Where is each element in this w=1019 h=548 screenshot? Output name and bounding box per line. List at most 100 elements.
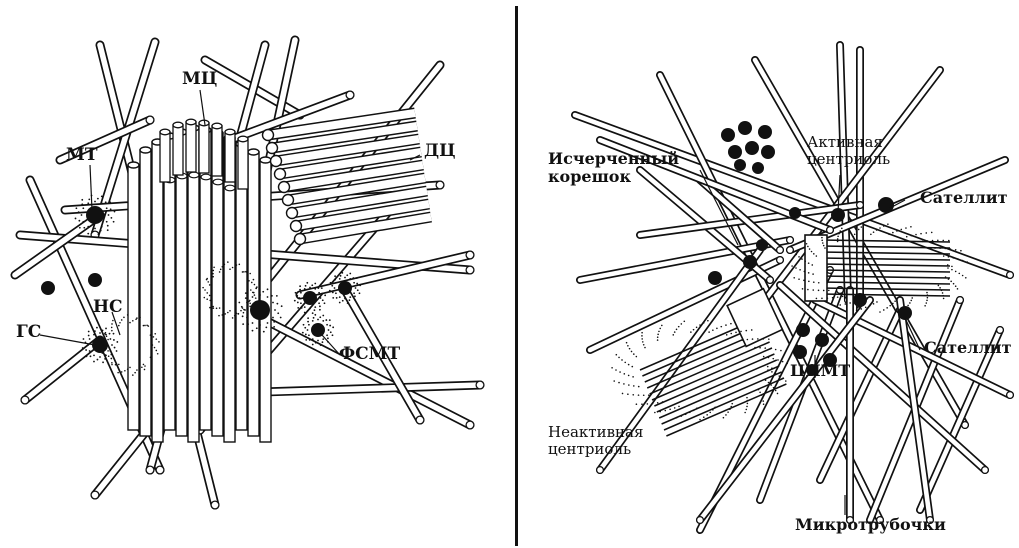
halo-dot	[754, 347, 756, 349]
halo-dot	[254, 284, 256, 286]
satellite-blob	[41, 281, 55, 295]
halo-dot	[221, 266, 223, 268]
halo-dot	[154, 347, 156, 349]
halo-dot	[950, 281, 952, 283]
halo-dot	[906, 236, 908, 238]
microtubule	[21, 340, 100, 404]
halo-dot	[213, 266, 215, 268]
halo-dot	[834, 305, 836, 307]
halo-dot	[250, 289, 252, 291]
halo-dot	[938, 285, 940, 287]
halo-dot	[124, 370, 126, 372]
halo-dot	[204, 289, 206, 291]
centriole-tube	[152, 142, 163, 442]
halo-dot	[111, 362, 113, 364]
halo-dot	[780, 350, 782, 352]
halo-dot	[931, 232, 933, 234]
leader-line	[90, 165, 92, 210]
halo-dot	[856, 310, 858, 312]
halo-dot	[747, 403, 749, 405]
centriole-tube-end	[238, 136, 248, 142]
halo-dot	[854, 233, 856, 235]
halo-dot	[621, 359, 623, 361]
halo-dot	[925, 302, 927, 304]
halo-dot	[720, 326, 722, 328]
halo-dot	[212, 307, 214, 309]
halo-dot	[796, 254, 798, 256]
centriole-tube	[128, 165, 139, 430]
halo-dot	[747, 339, 749, 341]
halo-dot	[798, 278, 800, 280]
halo-dot	[888, 234, 890, 236]
halo-dot	[674, 407, 676, 409]
halo-dot	[690, 331, 692, 333]
satellite-blob	[898, 306, 912, 320]
halo-dot	[102, 352, 104, 354]
halo-dot	[206, 298, 208, 300]
satellite-blob	[745, 141, 759, 155]
halo-dot	[883, 225, 885, 227]
label-mc: МЦ	[182, 70, 217, 90]
centriole-tube-end	[260, 157, 271, 163]
centriole-tube	[173, 125, 183, 175]
halo-dot	[811, 251, 813, 253]
halo-dot	[681, 415, 683, 417]
halo-dot	[818, 282, 820, 284]
halo-dot	[763, 403, 765, 405]
halo-dot	[678, 326, 680, 328]
halo-dot	[746, 406, 748, 408]
halo-dot	[144, 365, 146, 367]
halo-dot	[139, 317, 141, 319]
halo-dot	[249, 300, 251, 302]
halo-dot	[841, 228, 843, 230]
halo-dot	[730, 406, 732, 408]
halo-dot	[207, 281, 209, 283]
halo-dot	[157, 353, 159, 355]
centriole-tube	[225, 132, 235, 182]
halo-dot	[232, 267, 234, 269]
halo-dot	[224, 313, 226, 315]
halo-dot	[631, 366, 633, 368]
halo-dot	[661, 325, 663, 327]
halo-dot	[641, 332, 643, 334]
halo-dot	[641, 335, 643, 337]
satellite-blob	[789, 207, 801, 219]
halo-dot	[861, 308, 863, 310]
halo-dot	[151, 326, 153, 328]
halo-dot	[105, 354, 107, 356]
halo-dot	[659, 411, 661, 413]
halo-dot	[618, 357, 620, 359]
active-centriole-tube	[820, 276, 950, 278]
halo-dot	[136, 369, 138, 371]
halo-dot	[876, 229, 878, 231]
halo-dot	[955, 249, 957, 251]
halo-dot	[676, 329, 678, 331]
halo-dot	[248, 280, 250, 282]
halo-dot	[775, 373, 777, 375]
label-active-centriole: Активная центриоль	[807, 134, 890, 169]
halo-dot	[892, 303, 894, 305]
halo-dot	[775, 349, 777, 351]
halo-dot	[155, 338, 157, 340]
halo-dot	[934, 247, 936, 249]
label-striated-root: Исчерченный корешок	[548, 150, 679, 187]
halo-dot	[633, 385, 635, 387]
halo-dot	[127, 314, 129, 316]
halo-dot	[712, 329, 714, 331]
halo-dot	[246, 272, 248, 274]
halo-dot	[751, 329, 753, 331]
halo-dot	[791, 265, 793, 267]
halo-dot	[216, 307, 218, 309]
halo-dot	[616, 354, 618, 356]
satellite-blob	[752, 162, 764, 174]
halo-dot	[763, 356, 765, 358]
halo-dot	[945, 276, 947, 278]
centriole-tube-end	[173, 122, 183, 128]
halo-dot	[155, 350, 157, 352]
halo-dot	[243, 309, 245, 311]
halo-dot	[889, 305, 891, 307]
halo-dot	[652, 403, 654, 405]
halo-dot	[629, 348, 631, 350]
halo-dot	[699, 324, 701, 326]
halo-dot	[951, 269, 953, 271]
